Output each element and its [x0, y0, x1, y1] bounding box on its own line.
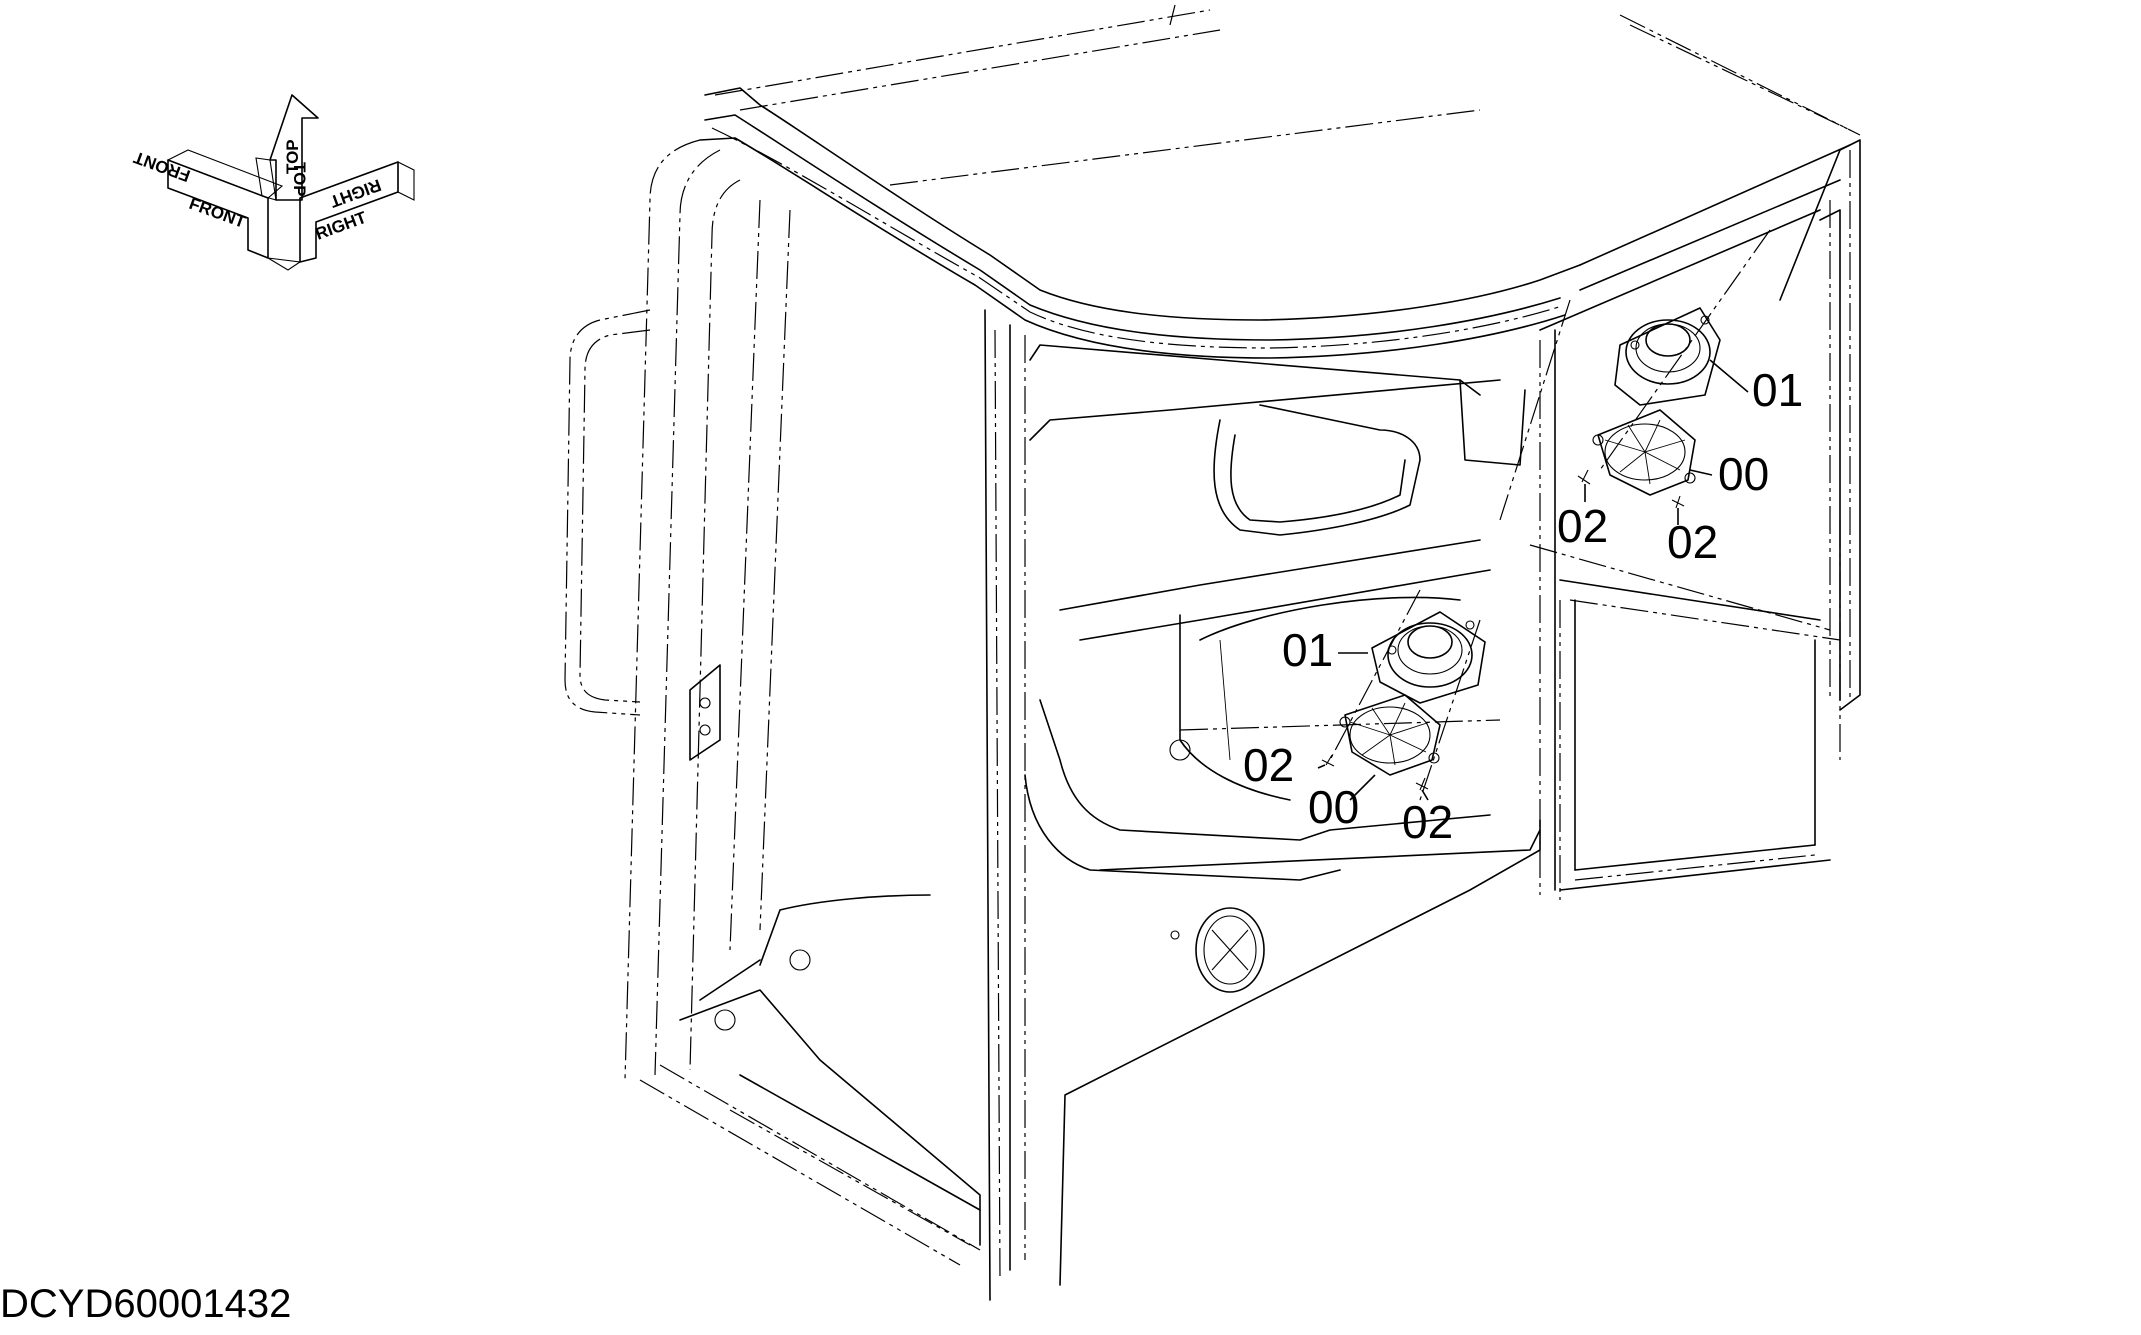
drawing-code: DCYD60001432	[0, 1282, 292, 1326]
callout-upper-speaker: 01	[1752, 364, 1803, 416]
callout-upper-cover: 00	[1718, 448, 1769, 500]
orientation-label-top-mirror: TOP	[283, 139, 302, 174]
orientation-label-top: TOP	[290, 162, 309, 197]
orientation-indicator: FRONT FRONT TOP TOP RIGHT RIGHT	[131, 94, 415, 271]
callout-upper-screw-left: 02	[1557, 500, 1608, 552]
upper-speaker	[1614, 307, 1721, 406]
orientation-label-front-mirror: FRONT	[131, 147, 193, 185]
orientation-label-front: FRONT	[187, 194, 249, 232]
lower-screws	[1321, 754, 1429, 791]
callout-upper-screw-right: 02	[1667, 516, 1718, 568]
callout-labels: 01 00 02 02 01 02 00 02	[1243, 364, 1803, 848]
callout-lower-screw-left: 02	[1243, 739, 1294, 791]
upper-screws	[1577, 469, 1685, 509]
cab-frame	[564, 4, 1861, 1301]
callout-lower-cover: 00	[1308, 781, 1359, 833]
callout-lower-speaker: 01	[1282, 624, 1333, 676]
callout-lower-screw-right: 02	[1402, 796, 1453, 848]
lower-speaker-cover	[1339, 694, 1441, 776]
callout-leaders	[1317, 359, 1749, 801]
lower-speaker	[1371, 611, 1486, 704]
orientation-label-right-mirror: RIGHT	[327, 175, 384, 211]
upper-speaker-cover	[1592, 409, 1696, 496]
